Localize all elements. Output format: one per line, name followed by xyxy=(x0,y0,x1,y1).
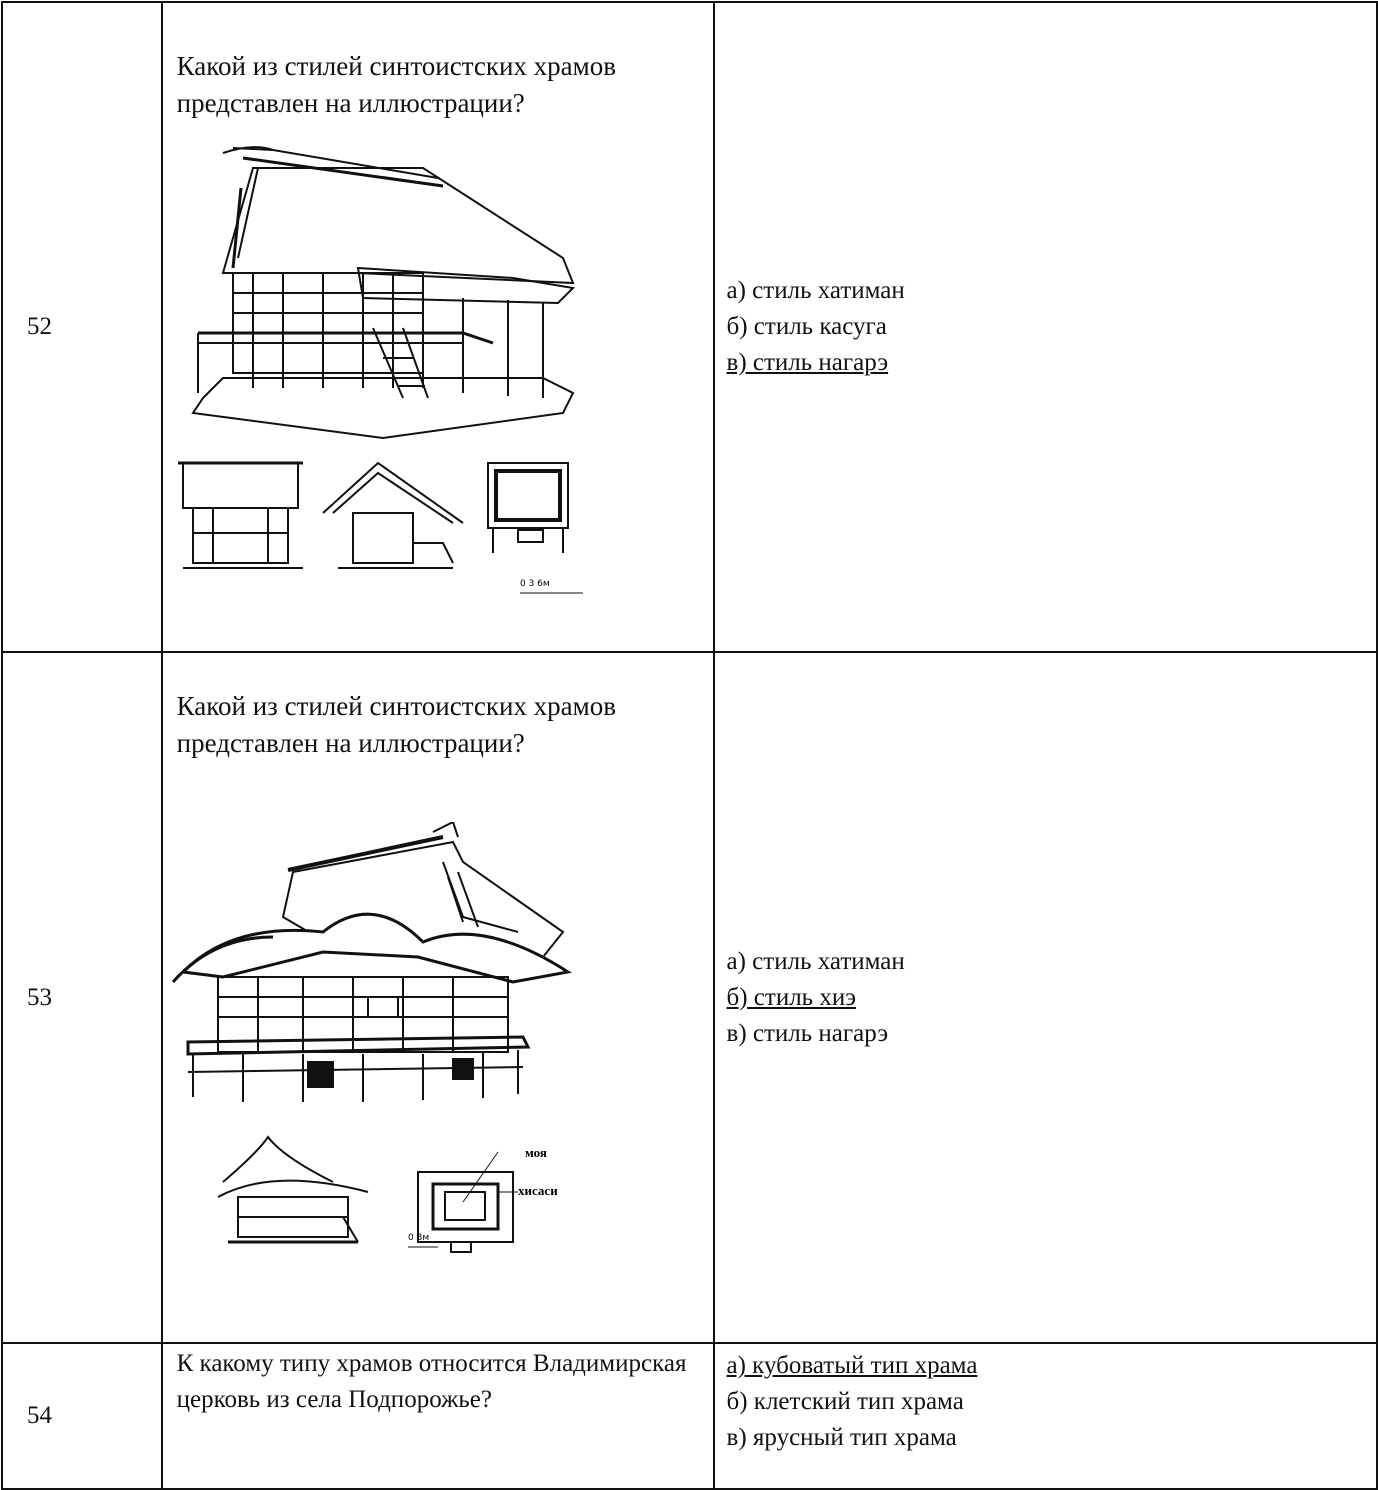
scale-label: 0 3м xyxy=(408,1233,429,1243)
question-text: К какому типу храмов относится Владимирс… xyxy=(176,1350,687,1413)
answer-option-correct: в) стиль нагарэ xyxy=(726,349,889,376)
scale-label: 0 3 6м xyxy=(520,579,550,589)
question-number: 54 xyxy=(1,1342,163,1490)
plan-label-hisashi: хисаси xyxy=(518,1183,558,1198)
table-row: 53 Какой из стилей синтоистских храмов п… xyxy=(1,651,1378,1344)
answer-option: а) стиль хатиман xyxy=(726,277,905,304)
shrine-illustration: 0 3 6м xyxy=(177,146,583,594)
table-row: 54 К какому типу храмов относится Владим… xyxy=(1,1342,1378,1490)
question-number: 53 xyxy=(1,651,163,1344)
plan-label-moya: моя xyxy=(525,1145,547,1160)
answer-option: в) ярусный тип храма xyxy=(726,1424,957,1451)
answer-option: б) стиль касуга xyxy=(726,313,887,340)
table-row: 52 Какой из стилей синтоистских храмов п… xyxy=(1,1,1378,653)
question-text: Какой из стилей синтоистских храмов пред… xyxy=(176,51,616,118)
answer-option: а) стиль хатиман xyxy=(726,947,905,975)
answer-cell: а) кубоватый тип храма б) клетский тип х… xyxy=(712,1342,1378,1490)
answer-option-correct: а) кубоватый тип храма xyxy=(726,1352,978,1379)
question-cell: К какому типу храмов относится Владимирс… xyxy=(160,1342,715,1490)
answer-option-correct: б) стиль хиэ xyxy=(726,983,856,1011)
answer-option: в) стиль нагарэ xyxy=(726,1019,889,1047)
shrine-illustration: моя хисаси 0 3м xyxy=(171,822,572,1253)
question-cell: Какой из стилей синтоистских храмов пред… xyxy=(160,1,715,653)
answer-cell: а) стиль хатиман б) стиль хиэ в) стиль н… xyxy=(712,651,1378,1344)
question-cell: Какой из стилей синтоистских храмов пред… xyxy=(160,651,715,1344)
question-number: 52 xyxy=(1,1,163,653)
answer-option: б) клетский тип храма xyxy=(726,1388,964,1415)
question-text: Какой из стилей синтоистских храмов пред… xyxy=(176,691,616,758)
answer-cell: а) стиль хатиман б) стиль касуга в) стил… xyxy=(712,1,1378,653)
